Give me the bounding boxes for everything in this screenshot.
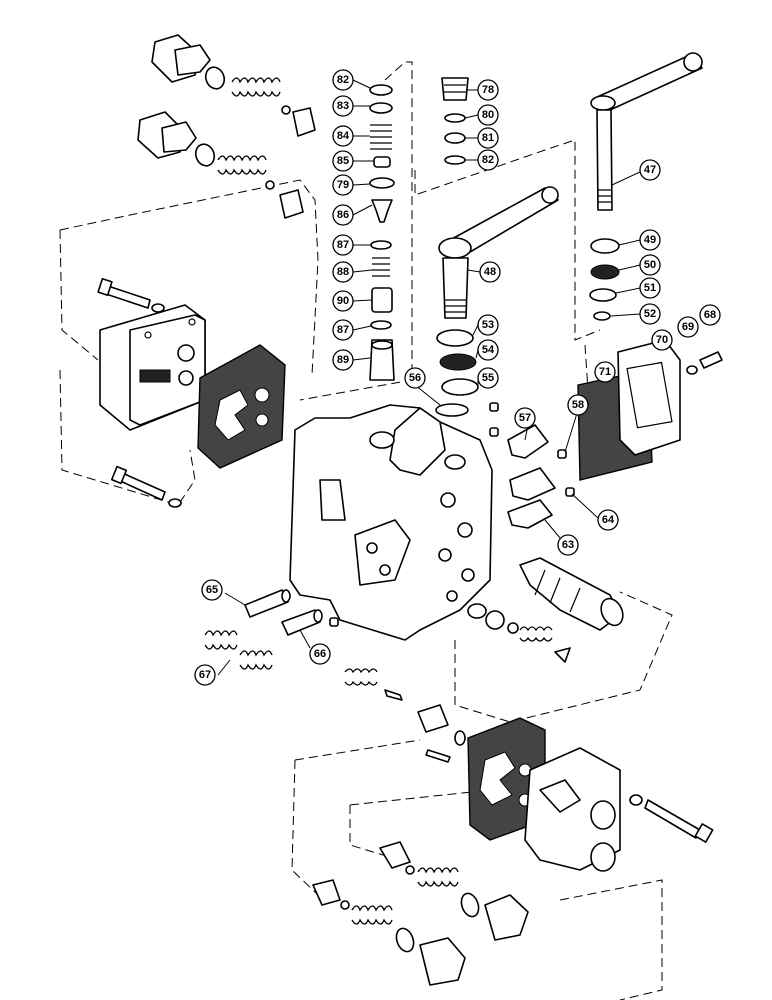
svg-text:52: 52 <box>644 308 656 320</box>
svg-text:87: 87 <box>337 324 349 336</box>
lever-47 <box>589 52 703 321</box>
valve-body <box>289 404 493 641</box>
svg-text:88: 88 <box>337 266 349 278</box>
svg-text:90: 90 <box>337 295 349 307</box>
callout-87-lower: 87 <box>332 319 354 341</box>
callout-53: 53 <box>477 314 499 336</box>
callout-80: 80 <box>477 104 499 126</box>
callout-48: 48 <box>479 261 501 283</box>
callout-84: 84 <box>332 125 354 147</box>
callout-78: 78 <box>477 79 499 101</box>
svg-text:56: 56 <box>409 372 421 384</box>
svg-text:85: 85 <box>337 155 349 167</box>
svg-text:50: 50 <box>644 259 656 271</box>
callout-47: 47 <box>639 159 661 181</box>
spool-assembly <box>467 557 624 663</box>
svg-text:84: 84 <box>337 130 350 142</box>
svg-text:49: 49 <box>644 234 656 246</box>
relief-valve-upper <box>151 34 316 137</box>
callout-57: 57 <box>514 407 536 429</box>
svg-text:54: 54 <box>482 344 495 356</box>
callout-81: 81 <box>477 127 499 149</box>
callout-64: 64 <box>597 509 619 531</box>
svg-text:66: 66 <box>314 648 326 660</box>
svg-text:63: 63 <box>562 539 574 551</box>
svg-text:57: 57 <box>519 412 531 424</box>
callout-70: 70 <box>651 329 673 351</box>
callout-82: 82 <box>332 69 354 91</box>
callout-63: 63 <box>557 534 579 556</box>
callout-50: 50 <box>639 254 661 276</box>
svg-text:82: 82 <box>482 154 494 166</box>
svg-text:71: 71 <box>599 366 611 378</box>
plug-stack <box>441 77 469 165</box>
svg-text:64: 64 <box>602 514 615 526</box>
right-cover-set <box>577 339 723 481</box>
bottom-relief-valves <box>312 841 529 986</box>
svg-text:87: 87 <box>337 239 349 251</box>
callout-79: 79 <box>332 174 354 196</box>
callout-55: 55 <box>477 367 499 389</box>
svg-text:67: 67 <box>199 669 211 681</box>
callout-52: 52 <box>639 303 661 325</box>
left-gasket <box>197 344 286 469</box>
lower-cover <box>524 747 714 872</box>
svg-text:58: 58 <box>572 399 584 411</box>
callout-87: 87 <box>332 234 354 256</box>
svg-text:68: 68 <box>704 309 716 321</box>
svg-text:69: 69 <box>682 321 694 333</box>
callout-88: 88 <box>332 261 354 283</box>
callout-66: 66 <box>309 643 331 665</box>
callout-51: 51 <box>639 277 661 299</box>
svg-text:53: 53 <box>482 319 494 331</box>
svg-text:83: 83 <box>337 100 349 112</box>
svg-text:55: 55 <box>482 372 494 384</box>
svg-text:51: 51 <box>644 282 656 294</box>
callout-58: 58 <box>567 394 589 416</box>
callout-90: 90 <box>332 290 354 312</box>
callout-56: 56 <box>404 367 426 389</box>
lower-valve-parts <box>344 668 466 763</box>
leader-lines <box>217 79 641 676</box>
body-small-parts <box>329 402 575 627</box>
svg-text:65: 65 <box>206 584 218 596</box>
svg-text:78: 78 <box>482 84 494 96</box>
callout-71: 71 <box>594 361 616 383</box>
left-bolts <box>97 277 182 508</box>
callout-83: 83 <box>332 95 354 117</box>
callout-89: 89 <box>332 349 354 371</box>
callout-69: 69 <box>677 316 699 338</box>
svg-text:82: 82 <box>337 74 349 86</box>
svg-text:47: 47 <box>644 164 656 176</box>
relief-valve-lower <box>137 111 304 219</box>
callout-85: 85 <box>332 150 354 172</box>
svg-text:48: 48 <box>484 266 496 278</box>
lever-48 <box>435 186 559 417</box>
callout-65: 65 <box>201 579 223 601</box>
pins-and-springs <box>204 589 323 670</box>
svg-text:70: 70 <box>656 334 668 346</box>
svg-text:81: 81 <box>482 132 494 144</box>
svg-text:86: 86 <box>337 209 349 221</box>
callout-67: 67 <box>194 664 216 686</box>
svg-text:80: 80 <box>482 109 494 121</box>
left-cover-plate <box>99 304 206 431</box>
callout-86: 86 <box>332 204 354 226</box>
svg-text:79: 79 <box>337 179 349 191</box>
svg-text:89: 89 <box>337 354 349 366</box>
callout-49: 49 <box>639 229 661 251</box>
callout-82-right: 82 <box>477 149 499 171</box>
callout-54: 54 <box>477 339 499 361</box>
callout-68: 68 <box>699 304 721 326</box>
center-valve-stack <box>369 84 395 381</box>
